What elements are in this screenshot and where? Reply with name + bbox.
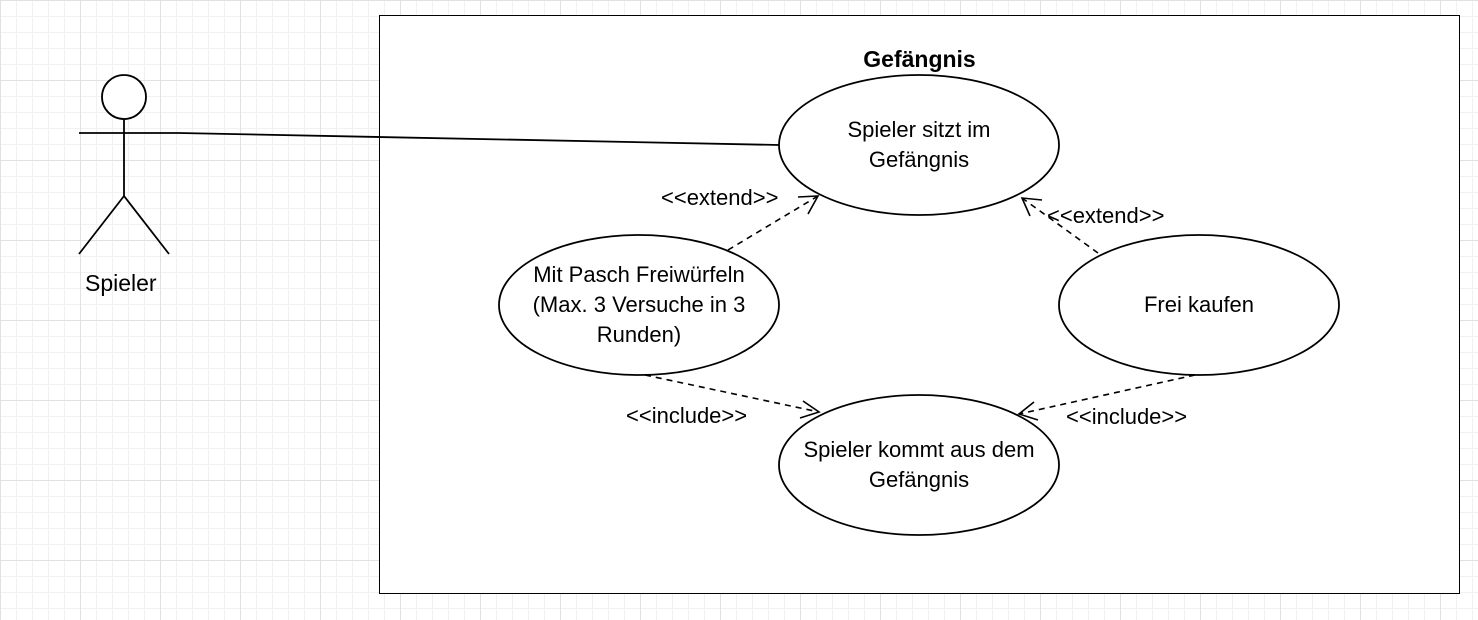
actor-left-leg [78, 195, 125, 255]
usecase-pasch-ellipse[interactable] [498, 234, 780, 376]
include-label-left: <<include>> [626, 403, 748, 428]
include-arrow-right[interactable] [1017, 374, 1196, 421]
extend-label-left: <<extend>> [661, 185, 779, 210]
usecase-kommt-label: Spieler kommt aus dem Gefängnis [803, 437, 1035, 492]
extend-arrow-left[interactable] [727, 195, 820, 251]
usecase-sitzt-ellipse[interactable] [778, 74, 1060, 216]
actor-head [101, 74, 147, 120]
usecase-pasch-label: Mit Pasch Freiwürfeln (Max. 3 Versuche i… [532, 262, 746, 347]
extend-arrow-right[interactable] [1020, 197, 1099, 254]
include-arrow-left[interactable] [644, 374, 821, 419]
actor-figure[interactable] [78, 74, 170, 255]
actor-label: Spieler [85, 270, 157, 296]
system-title: Gefängnis [863, 46, 976, 72]
usecase-kaufen-ellipse[interactable] [1058, 234, 1340, 376]
usecase-kommt-ellipse[interactable] [778, 394, 1060, 536]
actor-right-leg [123, 195, 170, 255]
include-label-right: <<include>> [1066, 404, 1188, 429]
usecase-kaufen-label: Frei kaufen [1143, 292, 1255, 317]
extend-label-right: <<extend>> [1047, 203, 1165, 228]
usecase-sitzt-label: Spieler sitzt im Gefängnis [847, 117, 991, 172]
association-line[interactable] [169, 132, 780, 146]
